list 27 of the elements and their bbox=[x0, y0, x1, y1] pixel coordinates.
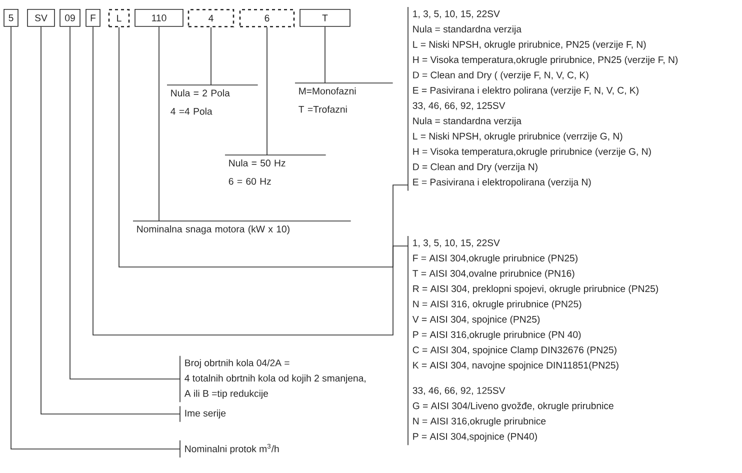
code-box: SV bbox=[27, 9, 55, 27]
leader-line bbox=[10, 26, 180, 450]
leader-line bbox=[266, 26, 268, 156]
code-box: 4 bbox=[188, 9, 234, 28]
ruled-text-block: Nominalna snaga motora (kW x 10) bbox=[132, 220, 352, 234]
leader-line bbox=[118, 26, 408, 268]
code-box: 5 bbox=[4, 9, 18, 27]
ruled-text-block: Nula = 50 Hz 6 = 60 Hz bbox=[224, 154, 326, 185]
ruled-text-block: M=Monofazni T =Trofazni bbox=[294, 82, 394, 113]
leader-line bbox=[70, 26, 180, 380]
bracketed-text-block: 1, 3, 5, 10, 15, 22SV F = AISI 304,okrugle prirubnice (PN25) T = AISI 304,ovalne prirubnice (PN16) R = AISI 304, preklopni spojevi, okrugle prirubnice (PN25) N = AISI 316, okrugle prirubnice (PN25) V = AISI 304, spojnice (PN25) P = AISI 316,okrugle prirubnice (PN 40) C = AISI 304, spojnice Clamp DIN32676 (PN25) K = AISI 304, navojne spojnice DIN11851(PN25) 33, 46, 66, 92, 125SV G = AISI 304/Liveno gvožđe, okrugle prirubnice N = AISI 316,okrugle prirubnice P = AISI 304,spojnice (PN40) bbox=[408, 236, 658, 446]
code-box: L bbox=[108, 9, 130, 28]
code-box: T bbox=[300, 9, 350, 27]
bracketed-text-block: Broj obrtnih kola 04/2A = 4 totalnih obrtnih kola od kojih 2 smanjena, A ili B =tip redukcije bbox=[180, 355, 366, 403]
bracketed-text-block: Ime serije bbox=[180, 406, 226, 422]
code-box: 6 bbox=[239, 9, 295, 28]
leader-line bbox=[158, 26, 160, 222]
code-box: F bbox=[86, 9, 100, 27]
bracketed-text-block: Nominalni protok m$^{3}$/h bbox=[180, 440, 279, 458]
code-box: 110 bbox=[134, 9, 184, 27]
leader-line bbox=[210, 26, 212, 86]
ruled-text-block: Nula = 2 Pola 4 =4 Pola bbox=[166, 84, 258, 115]
leader-line bbox=[324, 26, 326, 84]
bracketed-text-block: 1, 3, 5, 10, 15, 22SV Nula = standardna verzija L = Niski NPSH, okrugle prirubnice, PN25 (verzije F, N) H = Visoka temperatura,okrugle prirubnice, PN25 (verzije F, N) D = Clean and Dry ( (verzije F, N, V, C, K) E = Pasivirana i elektro polirana (verzije F, N, V, C, K) 33, 46, 66, 92, 125SV Nula = standardna verzija L = Niski NPSH, okrugle prirubnice (verrzije G, N) H = Visoka temperatura,okrugle prirubnice (verzije G, N) D = Clean and Dry (verzija N) E = Pasivirana i elektropolirana (verzija N) bbox=[408, 6, 678, 192]
code-box: 09 bbox=[60, 9, 80, 27]
leader-line bbox=[40, 26, 180, 414]
leader-line bbox=[92, 26, 408, 336]
